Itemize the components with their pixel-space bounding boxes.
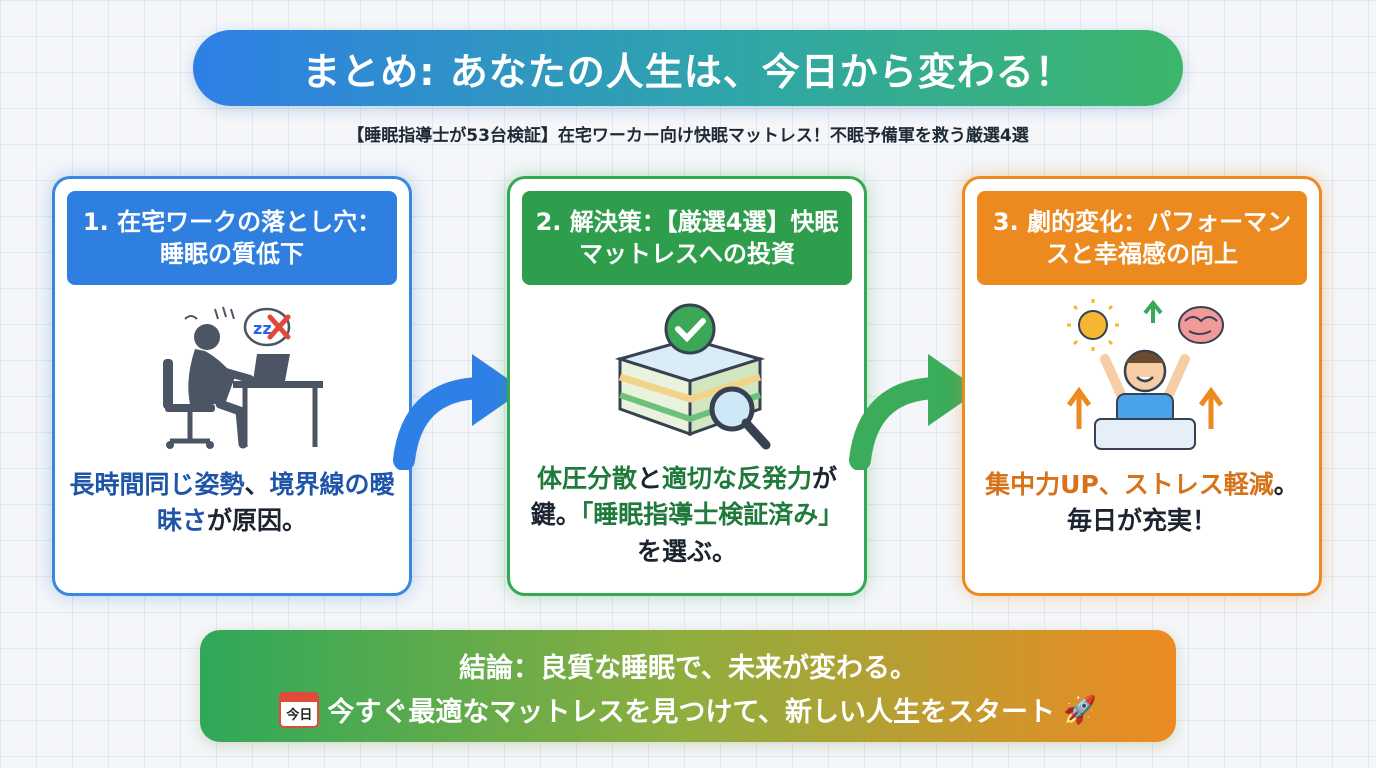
calendar-icon: 今日	[279, 691, 320, 728]
conclusion-cta: 今すぐ最適なマットレスを見つけて、新しい人生をスタート	[327, 697, 1056, 728]
sleepy-worker-icon: zz	[163, 306, 323, 449]
card-result: 3. 劇的変化：パフォーマンスと幸福感の向上 集中力UP、ストレス軽減。毎日が充…	[962, 176, 1322, 596]
card-heading: 3. 劇的変化：パフォーマンスと幸福感の向上	[977, 191, 1307, 285]
card-body: 体圧分散と適切な反発力が鍵。「睡眠指導士検証済み」を選ぶ。	[530, 464, 844, 566]
page-title: まとめ: あなたの人生は、今日から変わる！	[302, 49, 1074, 94]
card-heading: 2. 解決策：【厳選4選】快眠マットレスへの投資	[522, 191, 852, 285]
card-solution: 2. 解決策：【厳選4選】快眠マットレスへの投資 体圧分散と適切な反発力が鍵。「…	[507, 176, 867, 596]
svg-text:zz: zz	[253, 319, 272, 338]
card-problem: 1. 在宅ワークの落とし穴：睡眠の質低下 zz 長時間同じ姿勢、境界線の曖昧さが…	[52, 176, 412, 596]
conclusion-line2: 今日 今すぐ最適なマットレスを見つけて、新しい人生をスタート 🚀	[200, 690, 1176, 729]
mattress-check-icon	[614, 303, 771, 450]
arrow-right-icon	[849, 354, 980, 470]
title-banner: まとめ: あなたの人生は、今日から変わる！	[193, 30, 1183, 106]
card-heading: 1. 在宅ワークの落とし穴：睡眠の質低下	[67, 191, 397, 285]
rocket-icon: 🚀	[1063, 694, 1097, 726]
card-body: 長時間同じ姿勢、境界線の曖昧さが原因。	[69, 470, 395, 536]
conclusion-line1: 結論：良質な睡眠で、未来が変わる。	[459, 653, 917, 684]
subtitle: 【睡眠指導士が53台検証】在宅ワーカー向け快眠マットレス！不眠予備軍を救う厳選4…	[347, 126, 1029, 146]
card-body: 集中力UP、ストレス軽減。毎日が充実！	[985, 470, 1299, 536]
conclusion-banner: 結論：良質な睡眠で、未来が変わる。 今日 今すぐ最適なマットレスを見つけて、新し…	[200, 630, 1176, 742]
happy-wakeup-icon	[1066, 299, 1224, 450]
arrow-right-icon	[393, 354, 524, 470]
